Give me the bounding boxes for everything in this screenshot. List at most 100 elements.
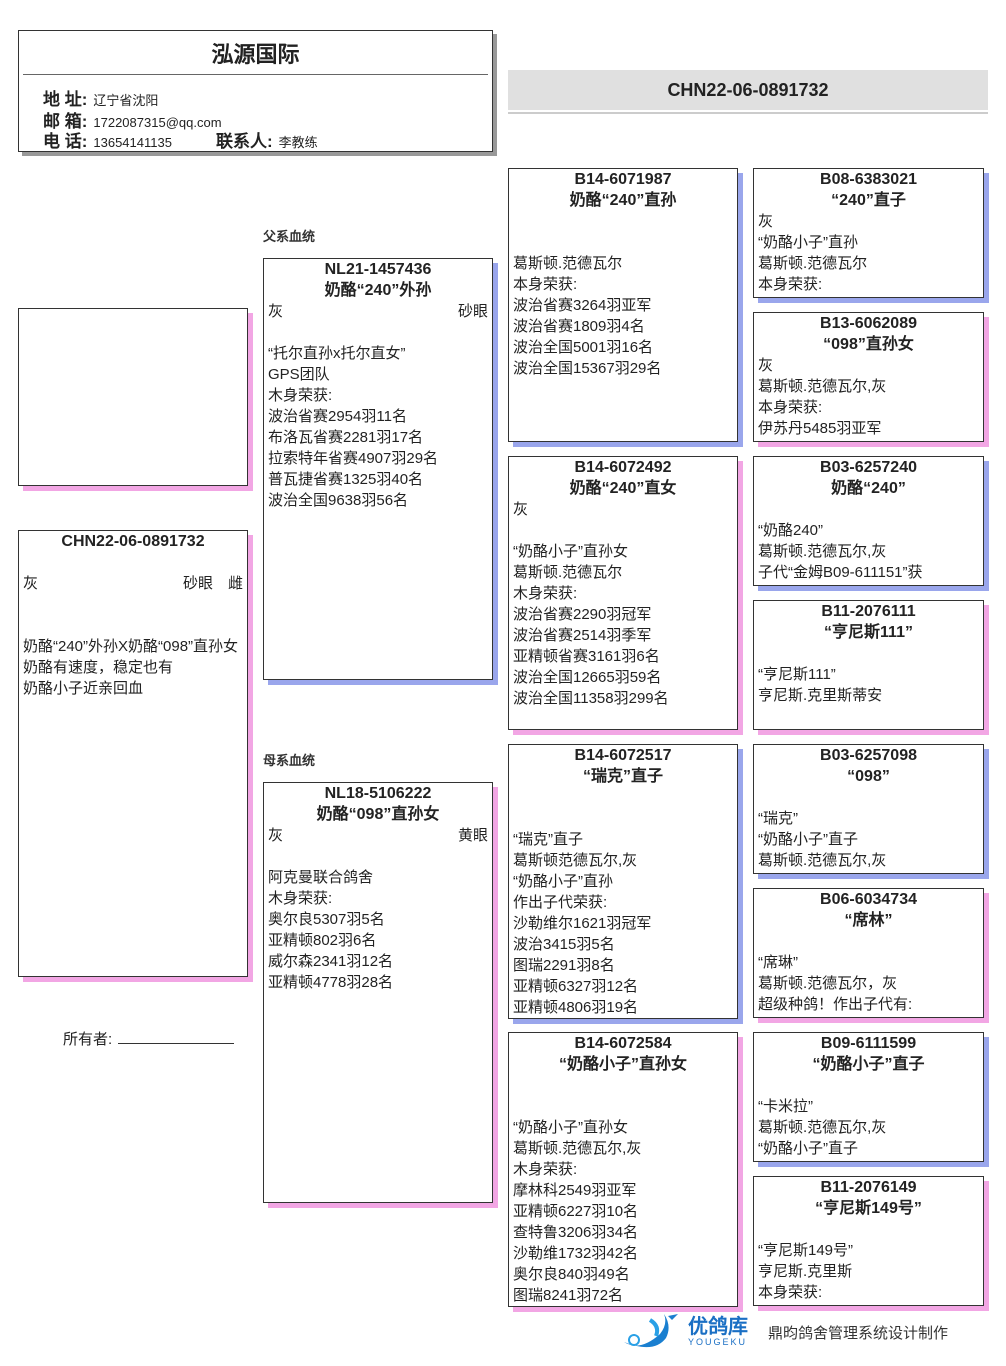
ring-number: B03-6257240 [820, 459, 917, 476]
info-line: 葛斯顿范德瓦尔,灰 [513, 852, 638, 869]
pigeon-card-dd: B14-6072584“奶酪小子”直孙女“奶酪小子”直孙女葛斯顿.范德瓦尔,灰木… [508, 1032, 738, 1307]
ring-number-bar: CHN22-06-0891732 [508, 70, 988, 112]
info-line: 拉索特年省赛4907羽29名 [268, 450, 439, 467]
info-line: 超级种鸽！作出子代有: [758, 996, 913, 1013]
info-line: 波治省赛3264羽亚军 [513, 297, 652, 314]
color-eye-row: 灰 砂眼 雌 [23, 573, 243, 594]
info-line: 波治全国9638羽56名 [268, 492, 409, 509]
info-line: 本身荣获: [758, 1284, 823, 1301]
eye-value: 砂眼 [457, 303, 488, 320]
info-line: 奥尔良5307羽5名 [268, 911, 385, 928]
info-line: GPS团队 [268, 366, 330, 383]
info-line: 亨尼斯.克里斯蒂安 [758, 687, 883, 704]
info-line: 亚精顿4778羽28名 [268, 974, 394, 991]
info-line [513, 1075, 733, 1096]
info-line: 伊苏丹5485羽亚军 [758, 420, 882, 437]
info-line: 木身荣获: [513, 585, 578, 602]
owner-field: 所有者: [63, 1028, 235, 1049]
info-line: 灰 [513, 501, 529, 518]
phone-label: 电 话: [43, 132, 88, 151]
info-line: 葛斯顿.范德瓦尔,灰 [758, 378, 887, 395]
info-line [23, 594, 243, 615]
info-line [758, 787, 979, 808]
pigeon-name: “瑞克”直子 [582, 768, 663, 785]
credit-text: 鼎昀鸽舍管理系统设计制作 [768, 1324, 949, 1342]
ring-number: B14-6072584 [574, 1035, 672, 1052]
info-line: 波治3415羽5名 [513, 936, 615, 953]
info-line: 奶酪有速度，稳定也有 [23, 659, 174, 676]
pigeon-name: 奶酪“240”外孙 [324, 282, 432, 299]
ring-number: NL18-5106222 [324, 785, 432, 802]
info-line: 本身荣获: [758, 399, 823, 416]
info-line: 灰 [758, 213, 774, 230]
dam-line-label: 母系血统 [263, 753, 316, 768]
info-line: 沙勒维尔1621羽冠军 [513, 915, 652, 932]
address-row: 地 址:辽宁省沈阳 [43, 85, 158, 110]
info-line [268, 846, 488, 867]
email-label: 邮 箱: [43, 112, 88, 131]
info-line: 作出子代荣获: [513, 894, 608, 911]
info-line [758, 931, 979, 952]
loft-name: 泓源国际 [211, 42, 300, 67]
info-line: 木身荣获: [513, 1161, 578, 1178]
pigeon-name: 奶酪“240” [831, 480, 906, 497]
pigeon-name: 奶酪“098”直孙女 [316, 806, 440, 823]
ring-number: B14-6072492 [574, 459, 672, 476]
color-eye-row: 灰黄眼 [268, 825, 488, 846]
pigeon-name: “亨尼斯149号” [815, 1200, 922, 1217]
footer: 优鸽库 YOUGEKU 鼎昀鸽舍管理系统设计制作 [620, 1312, 948, 1352]
info-line: “亨尼斯111” [758, 666, 836, 683]
info-line: 葛斯顿.范德瓦尔 [758, 255, 868, 272]
info-line: 奶酪“240”外孙X奶酪“098”直孙女 [23, 638, 239, 655]
email-value: 1722087315@qq.com [93, 115, 222, 130]
info-line: “奶酪小子”直孙 [758, 234, 858, 251]
info-line: 奶酪小子近亲回血 [23, 680, 144, 697]
info-line: 图瑞8241羽72名 [513, 1287, 624, 1304]
info-line: 葛斯顿.范德瓦尔 [513, 255, 623, 272]
pigeon-card-dsd: B06-6034734“席林”“席琳”葛斯顿.范德瓦尔，灰超级种鸽！作出子代有: [753, 888, 984, 1018]
info-line: 波治省赛1809羽4名 [513, 318, 645, 335]
info-line: 灰 [758, 357, 774, 374]
info-line: 沙勒维1732羽42名 [513, 1245, 639, 1262]
pigeon-name: “240”直子 [831, 192, 906, 209]
info-line: “奶酪小子”直子 [758, 831, 858, 848]
info-line: 波治全国5001羽16名 [513, 339, 654, 356]
info-line: 本身荣获: [513, 276, 578, 293]
photo-placeholder [18, 308, 248, 486]
divider [23, 74, 488, 75]
pigeon-name: 奶酪“240”直孙 [569, 192, 677, 209]
color-eye-row: 灰 砂眼 [268, 301, 488, 322]
info-line: 木身荣获: [268, 387, 333, 404]
info-line: 阿克曼联合鸽舍 [268, 869, 374, 886]
pigeon-name: “亨尼斯111” [824, 624, 913, 641]
info-line: 威尔森2341羽12名 [268, 953, 394, 970]
sire-line-label: 父系血统 [263, 229, 316, 244]
color-value: 灰 [268, 303, 284, 320]
color-value: 灰 [23, 575, 39, 592]
logo-subtext: YOUGEKU [688, 1337, 748, 1347]
ring-number: B14-6072517 [574, 747, 672, 764]
info-line: 波治全国15367羽29名 [513, 360, 662, 377]
logo-text: 优鸽库 [688, 1316, 748, 1338]
pigeon-card-dss: B03-6257098“098”“瑞克”“奶酪小子”直子葛斯顿.范德瓦尔,灰 [753, 744, 984, 874]
info-line: “亨尼斯149号” [758, 1242, 854, 1259]
info-line: 查特鲁3206羽34名 [513, 1224, 639, 1241]
info-line: 葛斯顿.范德瓦尔 [513, 564, 623, 581]
contact-label: 联系人: [215, 132, 273, 151]
info-line: 摩林科2549羽亚军 [513, 1182, 637, 1199]
info-line: 亚精顿4806羽19名 [513, 999, 639, 1016]
address-label: 地 址: [43, 90, 88, 109]
info-line: “托尔直孙x托尔直女” [268, 345, 406, 362]
info-line: “奶酪240” [758, 522, 824, 539]
info-line: 波治全国12665羽59名 [513, 669, 662, 686]
pigeon-card-ssd: B13-6062089“098”直孙女灰葛斯顿.范德瓦尔,灰本身荣获:伊苏丹54… [753, 312, 984, 442]
info-line: “席琳” [758, 954, 798, 971]
ring-number: NL21-1457436 [324, 261, 432, 278]
info-line: 亚精顿6227羽10名 [513, 1203, 639, 1220]
info-line: 亚精顿802羽6名 [268, 932, 377, 949]
eye-value: 砂眼 雌 [182, 575, 243, 592]
logo-wordmark: 优鸽库 YOUGEKU [688, 1317, 748, 1347]
info-line: 亚精顿6327羽12名 [513, 978, 639, 995]
